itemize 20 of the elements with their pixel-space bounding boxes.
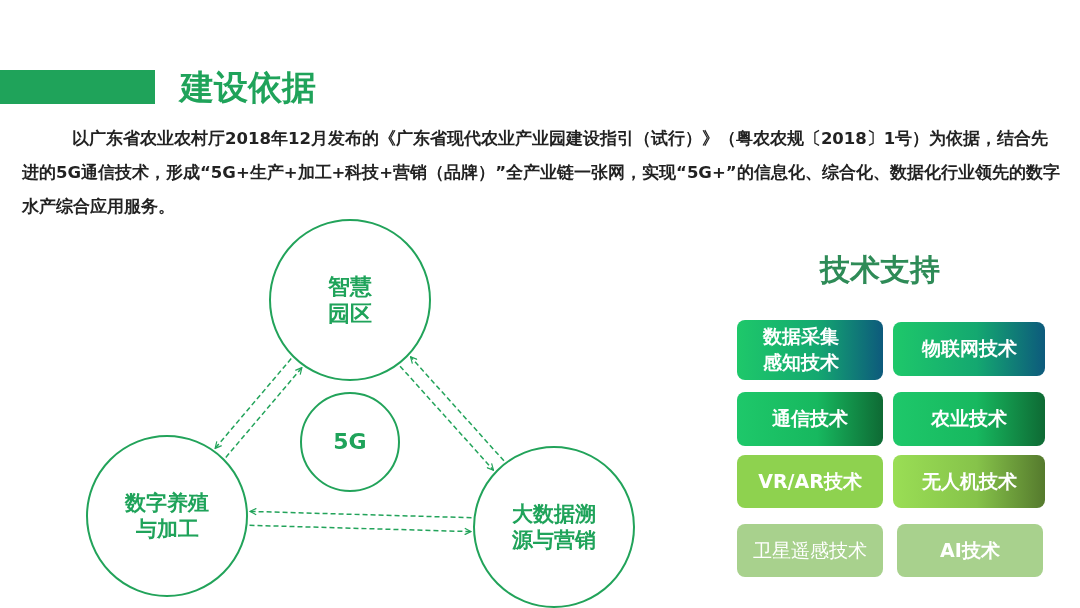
circle-node: 数字养殖与加工 <box>86 435 248 597</box>
arrow <box>214 357 292 450</box>
body-paragraph: 以广东省农业农村厅2018年12月发布的《广东省现代农业产业园建设指引（试行）》（粤农农规〔2018〕1号）为依据，结合先进的5G通信技术，形成“5G+生产+加工+科技+营销（品牌）”全产业链一张网，实现“5G+”的信息化、综合化、数据化行业领先的数字水产综合应用服务。 <box>22 128 1061 218</box>
arrow <box>225 366 303 459</box>
circle-node: 大数据溯源与营销 <box>473 446 635 608</box>
technology-box: 卫星遥感技术 <box>737 524 883 577</box>
technology-box: 农业技术 <box>893 392 1045 446</box>
circle-node: 5G <box>300 392 400 492</box>
arrow <box>399 365 495 471</box>
technology-box: AI技术 <box>897 524 1043 577</box>
technology-box: 无人机技术 <box>893 455 1045 508</box>
technology-box: 数据采集感知技术 <box>737 320 883 380</box>
arrow <box>409 356 505 462</box>
arrow <box>249 507 473 519</box>
technology-box: 通信技术 <box>737 392 883 446</box>
circle-node: 智慧园区 <box>269 219 431 381</box>
technology-box: 物联网技术 <box>893 322 1045 376</box>
section-heading: 技术支持 <box>820 251 940 289</box>
technology-box: VR/AR技术 <box>737 455 883 508</box>
arrow <box>248 524 472 536</box>
